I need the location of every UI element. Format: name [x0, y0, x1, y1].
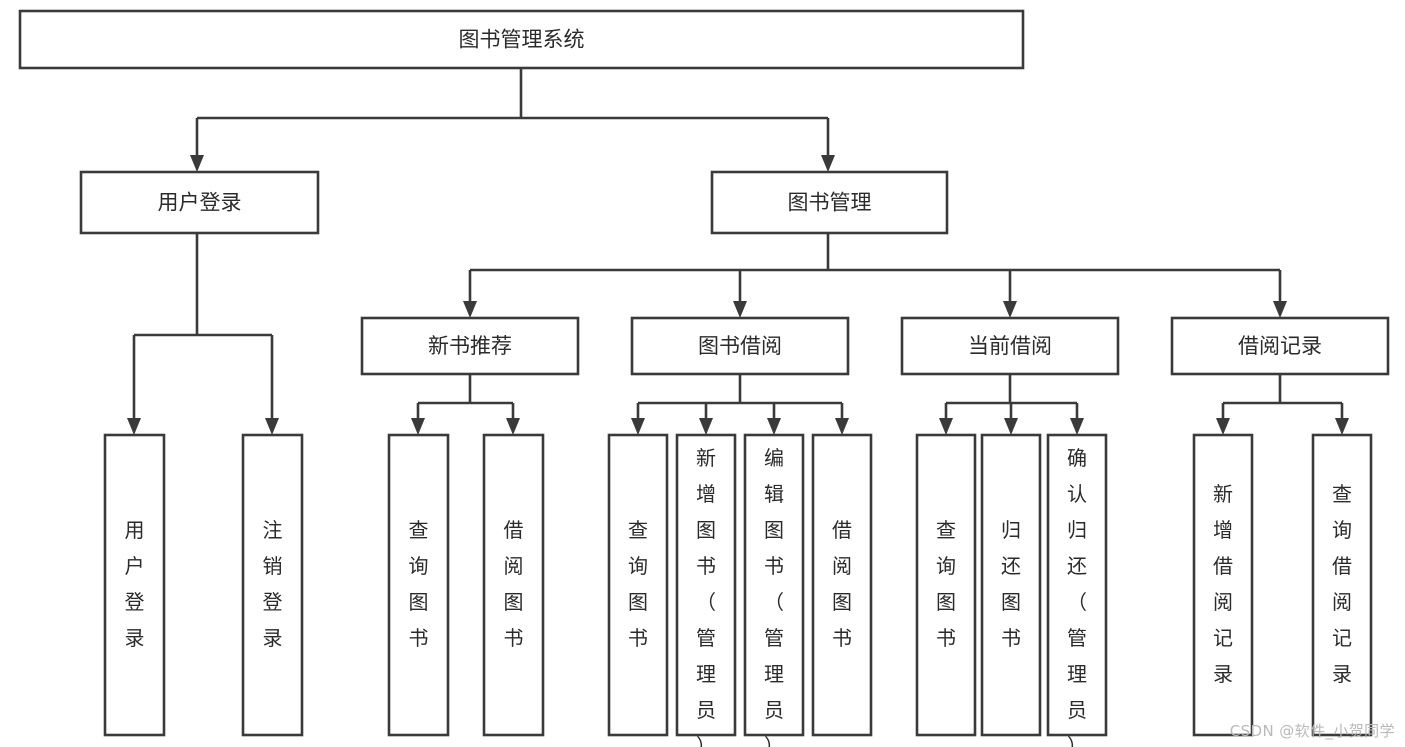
- node-leaf-add-record[interactable]: 新增借阅记录: [1192, 433, 1254, 737]
- manage-drop-0-arrowhead: [463, 301, 477, 318]
- node-leaf-query-record-label: 查询借阅记录: [1332, 482, 1352, 686]
- node-leaf-confirm-return-box[interactable]: [1046, 433, 1108, 737]
- node-root-label: 图书管理系统: [459, 28, 585, 52]
- manage-drop-1-arrowhead: [733, 301, 747, 318]
- node-book-borrow[interactable]: 图书借阅: [630, 316, 850, 376]
- node-user-login[interactable]: 用户登录: [79, 170, 320, 235]
- node-leaf-query-book-3-label: 查询图书: [936, 518, 956, 650]
- node-book-borrow-box[interactable]: [630, 316, 850, 376]
- node-leaf-borrow-book-1[interactable]: 借阅图书: [482, 433, 545, 737]
- node-leaf-query-record[interactable]: 查询借阅记录: [1311, 433, 1373, 737]
- node-borrow-record-label: 借阅记录: [1238, 334, 1322, 358]
- node-book-manage[interactable]: 图书管理: [710, 170, 949, 235]
- new-book-recommend-leaf-drop-0-arrowhead: [411, 418, 425, 435]
- node-leaf-edit-book[interactable]: 编辑图书（管理员）: [743, 433, 805, 747]
- book-borrow-leaf-drop-3-arrowhead: [835, 418, 849, 435]
- borrow-record-leaf-drop-0-arrowhead: [1216, 418, 1230, 435]
- node-root[interactable]: 图书管理系统: [18, 9, 1025, 70]
- node-root-box[interactable]: [18, 9, 1025, 70]
- node-leaf-borrow-book-1-label: 借阅图书: [504, 518, 524, 650]
- node-leaf-query-book-3-box[interactable]: [915, 433, 977, 737]
- login-drop-0-arrowhead: [127, 418, 141, 435]
- nodes-layer: 图书管理系统用户登录图书管理新书推荐图书借阅当前借阅借阅记录用户登录注销登录查询…: [18, 9, 1390, 747]
- node-leaf-query-book-2-label: 查询图书: [628, 518, 648, 650]
- node-new-book-recommend[interactable]: 新书推荐: [360, 316, 580, 376]
- manage-drop-2-arrowhead: [1003, 301, 1017, 318]
- node-leaf-user-login-label: 用户登录: [125, 518, 145, 650]
- node-leaf-borrow-book-1-box[interactable]: [482, 433, 545, 737]
- node-leaf-logout-label: 注销登录: [263, 518, 283, 650]
- node-leaf-query-book-1-box[interactable]: [387, 433, 450, 737]
- book-borrow-leaf-drop-1-arrowhead: [699, 418, 713, 435]
- connectors-layer: [127, 68, 1349, 435]
- book-borrow-leaf-drop-0-arrowhead: [631, 418, 645, 435]
- node-leaf-borrow-book-2-box[interactable]: [811, 433, 873, 737]
- node-leaf-logout[interactable]: 注销登录: [241, 433, 304, 737]
- node-leaf-edit-book-label: 编辑图书（管理员）: [764, 446, 784, 747]
- current-borrow-leaf-drop-1-arrowhead: [1004, 418, 1018, 435]
- node-borrow-record[interactable]: 借阅记录: [1170, 316, 1390, 376]
- book-borrow-leaf-drop-2-arrowhead: [767, 418, 781, 435]
- current-borrow-leaf-drop-0-arrowhead: [939, 418, 953, 435]
- node-leaf-confirm-return[interactable]: 确认归还（管理员）: [1046, 433, 1108, 747]
- node-new-book-recommend-label: 新书推荐: [428, 334, 512, 358]
- node-leaf-confirm-return-label: 确认归还（管理员）: [1067, 446, 1087, 747]
- node-user-login-box[interactable]: [79, 170, 320, 235]
- node-leaf-return-book[interactable]: 归还图书: [980, 433, 1042, 737]
- csdn-watermark: CSDN @软件_小贺同学: [1229, 722, 1395, 740]
- node-current-borrow-box[interactable]: [900, 316, 1120, 376]
- node-leaf-query-book-2-box[interactable]: [607, 433, 669, 737]
- node-leaf-add-book-box[interactable]: [675, 433, 737, 737]
- manage-drop-3-arrowhead: [1273, 301, 1287, 318]
- node-current-borrow-label: 当前借阅: [968, 334, 1052, 358]
- node-leaf-user-login[interactable]: 用户登录: [103, 433, 166, 737]
- root-drop-1-arrowhead: [821, 155, 835, 172]
- borrow-record-leaf-drop-1-arrowhead: [1335, 418, 1349, 435]
- new-book-recommend-leaf-drop-1-arrowhead: [506, 418, 520, 435]
- node-book-borrow-label: 图书借阅: [698, 334, 782, 358]
- node-leaf-user-login-box[interactable]: [103, 433, 166, 737]
- node-leaf-query-book-3[interactable]: 查询图书: [915, 433, 977, 737]
- node-leaf-edit-book-box[interactable]: [743, 433, 805, 737]
- root-drop-0-arrowhead: [190, 155, 204, 172]
- login-drop-1-arrowhead: [265, 418, 279, 435]
- node-book-manage-label: 图书管理: [788, 191, 872, 215]
- node-leaf-query-book-1[interactable]: 查询图书: [387, 433, 450, 737]
- node-leaf-add-record-label: 新增借阅记录: [1213, 482, 1233, 686]
- node-leaf-return-book-box[interactable]: [980, 433, 1042, 737]
- node-leaf-logout-box[interactable]: [241, 433, 304, 737]
- node-leaf-add-book[interactable]: 新增图书（管理员）: [675, 433, 737, 747]
- node-new-book-recommend-box[interactable]: [360, 316, 580, 376]
- node-user-login-label: 用户登录: [158, 191, 242, 215]
- node-borrow-record-box[interactable]: [1170, 316, 1390, 376]
- node-leaf-add-book-label: 新增图书（管理员）: [696, 446, 716, 747]
- node-leaf-add-record-box[interactable]: [1192, 433, 1254, 737]
- node-current-borrow[interactable]: 当前借阅: [900, 316, 1120, 376]
- node-leaf-return-book-label: 归还图书: [1001, 518, 1021, 650]
- node-book-manage-box[interactable]: [710, 170, 949, 235]
- node-leaf-borrow-book-2-label: 借阅图书: [832, 518, 852, 650]
- node-leaf-query-book-2[interactable]: 查询图书: [607, 433, 669, 737]
- node-leaf-borrow-book-2[interactable]: 借阅图书: [811, 433, 873, 737]
- node-leaf-query-record-box[interactable]: [1311, 433, 1373, 737]
- node-leaf-query-book-1-label: 查询图书: [409, 518, 429, 650]
- current-borrow-leaf-drop-2-arrowhead: [1070, 418, 1084, 435]
